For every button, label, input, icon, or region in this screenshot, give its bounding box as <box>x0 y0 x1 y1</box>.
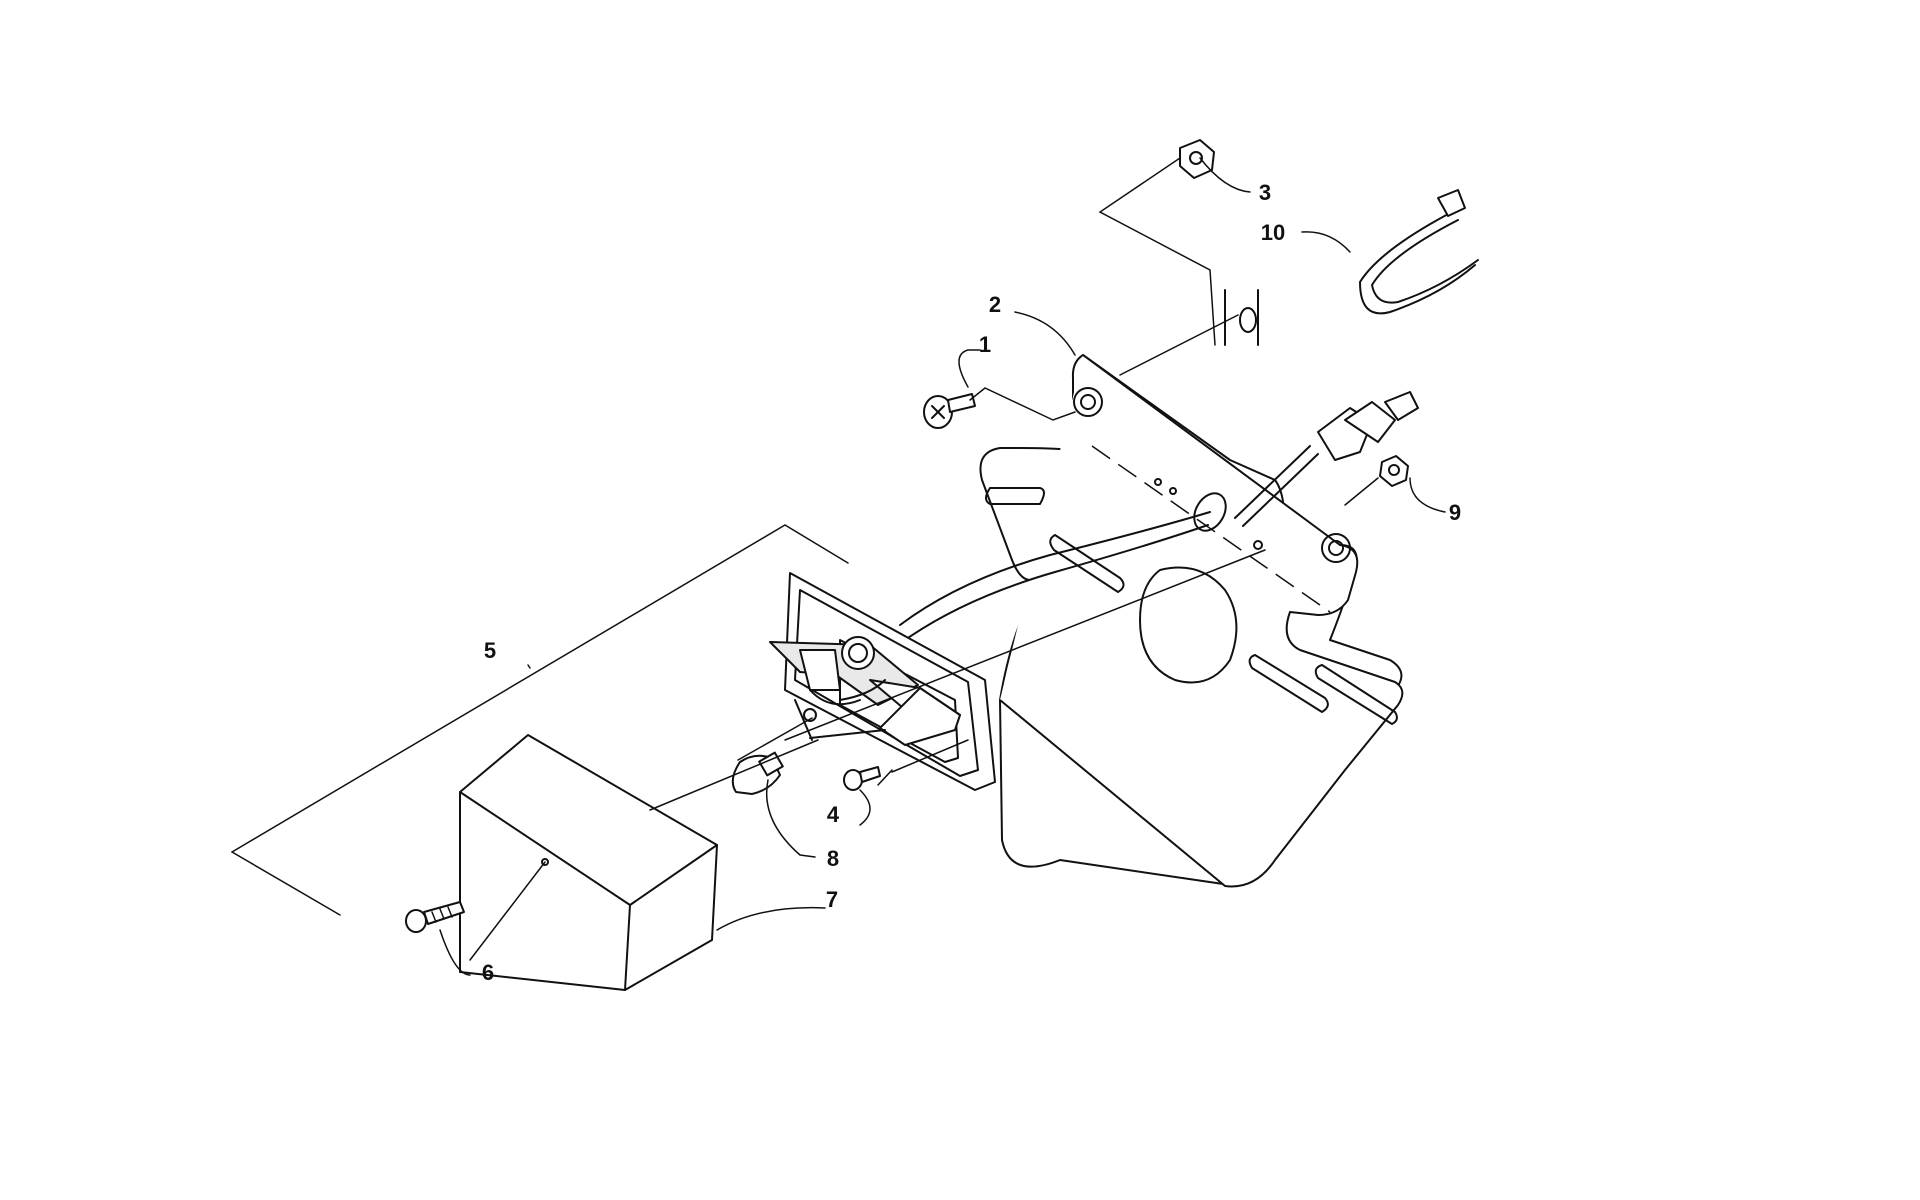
callout-4: 4 <box>827 802 840 827</box>
callout-6: 6 <box>482 960 494 985</box>
callout-2: 2 <box>989 292 1001 317</box>
callout-9: 9 <box>1449 500 1461 525</box>
bulb <box>731 751 784 795</box>
callout-3: 3 <box>1259 180 1271 205</box>
callout-5: 5 <box>484 638 496 663</box>
callout-8: 8 <box>827 846 839 871</box>
leader-lines <box>231 157 1446 976</box>
callout-7: 7 <box>826 887 838 912</box>
screw-4 <box>843 766 881 791</box>
screw-1 <box>923 393 976 429</box>
washer <box>1224 289 1259 346</box>
screw-6 <box>405 901 465 933</box>
callout-1: 1 <box>979 332 991 357</box>
lamp-housing-assembly <box>769 572 996 791</box>
nut-9 <box>1379 455 1409 487</box>
callouts: 1 2 3 4 5 6 7 8 9 10 <box>482 180 1461 985</box>
license-plate-bracket <box>979 354 1404 888</box>
tail-lamp-lens <box>459 734 718 991</box>
wire-harness <box>899 391 1419 641</box>
cable-tie <box>1359 189 1479 315</box>
nut-3 <box>1179 139 1215 179</box>
callout-10: 10 <box>1261 220 1285 245</box>
